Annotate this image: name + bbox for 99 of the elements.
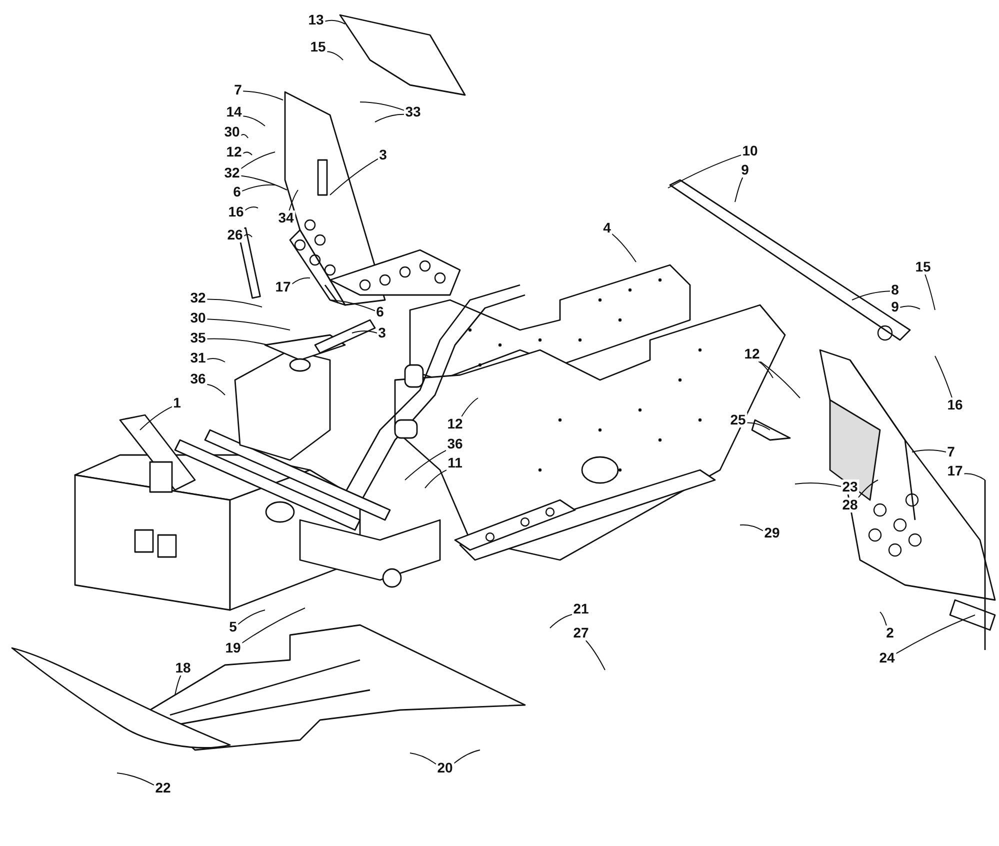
- callout-number: 35: [189, 330, 207, 346]
- callout-number: 26: [226, 228, 244, 242]
- leader-line: [410, 752, 436, 765]
- callout-number: 31: [189, 350, 207, 366]
- callout-number: 9: [890, 300, 900, 314]
- leader-line: [912, 450, 946, 452]
- leader-line: [924, 274, 936, 310]
- callout-number: 17: [274, 280, 292, 294]
- callout-number: 36: [446, 436, 464, 452]
- leader-line: [880, 612, 887, 626]
- leader-line: [288, 190, 298, 211]
- callout-number: 1: [172, 396, 182, 410]
- callout-number: 15: [914, 260, 932, 274]
- leader-line: [585, 640, 606, 670]
- leader-line: [140, 406, 172, 430]
- leader-line: [404, 450, 446, 480]
- leader-line: [242, 152, 252, 156]
- callout-number: 14: [225, 104, 243, 120]
- leader-line: [461, 398, 478, 417]
- callout-number: 27: [572, 626, 590, 640]
- callout-number: 20: [436, 760, 454, 776]
- leader-line: [174, 675, 182, 696]
- leader-line: [852, 290, 890, 300]
- leader-line: [242, 116, 266, 126]
- leader-line: [292, 277, 310, 284]
- leader-line: [116, 772, 154, 786]
- callout-number: 13: [307, 12, 325, 28]
- leader-line: [240, 152, 276, 170]
- leader-line: [242, 90, 284, 100]
- leader-line: [612, 233, 636, 262]
- leader-line: [360, 102, 404, 111]
- callout-number: 24: [878, 650, 896, 666]
- leader-line: [858, 480, 878, 498]
- callout-number: 32: [223, 166, 241, 180]
- callout-number: 16: [946, 398, 964, 412]
- leader-line: [244, 234, 252, 238]
- leader-line: [934, 356, 952, 398]
- leader-line: [324, 20, 346, 24]
- leader-line: [740, 524, 764, 532]
- leader-line: [330, 158, 378, 196]
- leader-line: [244, 206, 258, 211]
- leader-line: [746, 422, 770, 430]
- callout-number: 18: [174, 660, 192, 676]
- leader-line: [734, 177, 744, 202]
- callout-number: 12: [446, 416, 464, 432]
- leader-line: [206, 358, 226, 362]
- callout-number: 22: [154, 780, 172, 796]
- leader-line: [242, 184, 276, 192]
- leader-line: [206, 298, 262, 308]
- callout-number: 23: [841, 480, 859, 494]
- leader-line: [206, 318, 290, 330]
- callout-number: 19: [224, 640, 242, 656]
- callout-number: 17: [946, 464, 964, 478]
- leader-line: [964, 473, 986, 480]
- callout-number: 25: [729, 412, 747, 428]
- callout-number: 34: [277, 210, 295, 226]
- leader-line: [424, 470, 447, 488]
- callout-number: 12: [743, 346, 761, 362]
- leader-line: [794, 482, 842, 487]
- callout-number: 28: [841, 498, 859, 512]
- leader-line: [896, 614, 976, 654]
- callout-number: 9: [740, 162, 750, 178]
- leader-line: [240, 175, 288, 190]
- leader-line: [550, 614, 572, 628]
- leader-line: [238, 610, 266, 625]
- callout-number: 6: [232, 184, 242, 200]
- leader-line: [326, 51, 344, 60]
- callout-number: 3: [378, 148, 388, 162]
- callout-number: 15: [309, 40, 327, 54]
- leader-line: [454, 750, 480, 764]
- callout-number: 12: [225, 144, 243, 160]
- leader-line: [374, 114, 404, 122]
- callout-number: 36: [189, 372, 207, 386]
- callout-number: 16: [227, 204, 245, 220]
- callout-number: 11: [446, 456, 464, 470]
- callout-number: 33: [404, 104, 422, 120]
- leader-line: [206, 338, 268, 346]
- leader-line: [760, 361, 800, 398]
- leader-line: [242, 608, 306, 644]
- leader-line: [352, 330, 378, 334]
- leader-line: [758, 361, 774, 378]
- callout-number: 30: [189, 310, 207, 326]
- leader-line: [330, 300, 376, 312]
- callout-number: 7: [233, 82, 243, 98]
- callout-number: 21: [572, 602, 590, 616]
- leader-line: [206, 384, 226, 396]
- callout-number: 8: [890, 282, 900, 298]
- callout-number: 3: [377, 326, 387, 340]
- callout-number: 32: [189, 290, 207, 306]
- callout-number: 29: [763, 526, 781, 540]
- callout-number: 7: [946, 444, 956, 460]
- leader-line: [900, 306, 920, 310]
- callout-number: 4: [602, 220, 612, 236]
- callout-number: 6: [375, 304, 385, 320]
- callout-number: 5: [228, 620, 238, 634]
- callout-number: 30: [223, 124, 241, 140]
- callout-number: 2: [885, 626, 895, 640]
- leader-line: [668, 154, 742, 188]
- callout-number: 10: [741, 144, 759, 158]
